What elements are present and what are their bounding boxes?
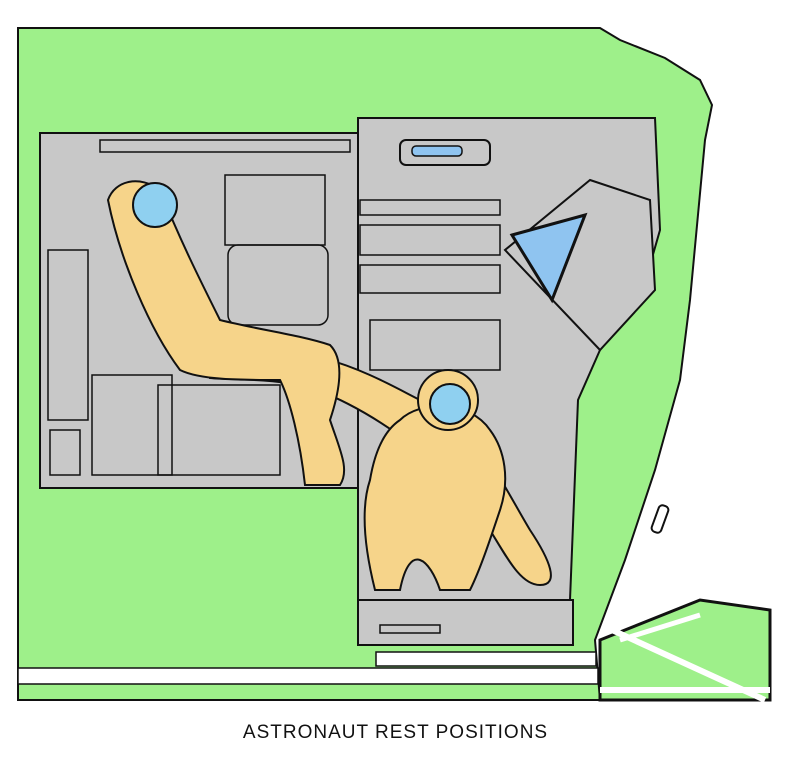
astronaut-rest-diagram	[17, 27, 772, 703]
seated-astronaut	[363, 369, 507, 591]
helmet-visor-reclined	[132, 182, 178, 228]
hatch-structure	[598, 598, 772, 702]
helmet-visor-seated	[429, 383, 471, 425]
reclined-astronaut	[106, 180, 346, 486]
figure-caption: ASTRONAUT REST POSITIONS	[242, 722, 549, 743]
floor-rail	[17, 667, 599, 685]
window	[503, 178, 657, 352]
hatch-handle	[650, 504, 670, 534]
